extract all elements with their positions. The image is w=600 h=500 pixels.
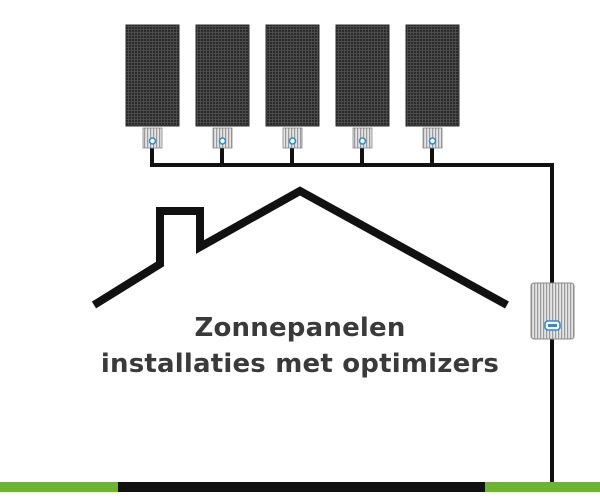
caption-line-2: installaties met optimizers (100, 349, 500, 379)
optimizer-icon (422, 127, 443, 149)
wiring (150, 146, 554, 486)
ground-bar (0, 482, 600, 492)
solar-panel-icon (265, 24, 320, 127)
optimizer-icon (352, 127, 373, 149)
solar-panel-icon (335, 24, 390, 127)
optimizers (142, 127, 443, 149)
inverter-icon (530, 282, 575, 340)
caption-line-1: Zonnepanelen (194, 313, 406, 343)
solar-panel-icon (405, 24, 460, 127)
solar-panel-icon (195, 24, 250, 127)
optimizer-icon (282, 127, 303, 149)
solar-panel-icon (125, 24, 180, 127)
solar-panels (125, 24, 460, 127)
optimizer-icon (142, 127, 163, 149)
house-outline-icon (91, 186, 509, 309)
optimizer-icon (212, 127, 233, 149)
main-string-wire (150, 163, 554, 286)
